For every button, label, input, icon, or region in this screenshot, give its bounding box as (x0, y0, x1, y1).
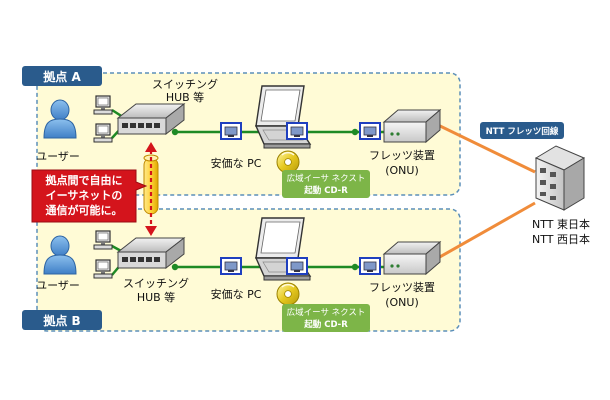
lan-port-icon (286, 257, 308, 275)
cd-rom-icon (276, 282, 300, 306)
ntt-building-icon (534, 145, 586, 211)
site-b-hub-label-1: スイッチング (123, 276, 189, 290)
site-a-tag: 拠点 A (22, 66, 102, 86)
site-b-cd-label-2: 起動 CD-R (303, 319, 348, 330)
inter-site-link (143, 142, 159, 236)
site-b-onu-label-2: (ONU) (385, 296, 419, 309)
site-a-cd-label-1: 広域イーサ ネクスト (287, 173, 366, 184)
site-b-onu-label-1: フレッツ装置 (369, 281, 435, 294)
site-a-onu-label-2: (ONU) (385, 164, 419, 177)
site-b-hub-label-2: HUB 等 (137, 290, 175, 304)
ntt-line-badge: NTT フレッツ回線 (480, 122, 564, 139)
site-a-hub-label-2: HUB 等 (166, 90, 204, 104)
desktop-pc-icon (93, 95, 113, 115)
desktop-pc-icon (93, 230, 113, 250)
lan-port-icon (220, 257, 242, 275)
wan-lines (437, 123, 536, 260)
site-a-hub-label-1: スイッチング (152, 77, 218, 91)
site-a-pc-label: 安価な PC (211, 156, 262, 170)
onu-device-icon (383, 241, 441, 275)
lan-port-icon (359, 257, 381, 275)
callout-line-1: 拠点間で自由に (46, 173, 123, 187)
ntt-line-label: NTT フレッツ回線 (486, 126, 559, 137)
site-a-label: 拠点 A (43, 69, 81, 84)
site-a-users-label: ユーザー (36, 150, 80, 163)
lan-port-icon (286, 122, 308, 140)
ntt-east-label: NTT 東日本 (532, 217, 590, 231)
callout-box: 拠点間で自由に イーサネットの 通信が可能に。 (31, 169, 148, 223)
callout-line-3: 通信が可能に。 (46, 203, 123, 217)
lan-port-icon (359, 122, 381, 140)
onu-device-icon (383, 109, 441, 143)
site-a-cd-label-2: 起動 CD-R (303, 185, 348, 196)
desktop-pc-icon (93, 259, 113, 279)
site-b-cd-badge: 広域イーサ ネクスト 起動 CD-R (282, 304, 370, 332)
desktop-pc-icon (93, 123, 113, 143)
site-b-users-label: ユーザー (36, 279, 80, 292)
lan-port-icon (220, 122, 242, 140)
site-b-label: 拠点 B (43, 313, 80, 328)
site-a-cd-badge: 広域イーサ ネクスト 起動 CD-R (282, 170, 370, 198)
cd-rom-icon (276, 150, 300, 174)
site-a-onu-label-1: フレッツ装置 (369, 149, 435, 162)
site-b-tag: 拠点 B (22, 310, 102, 330)
ntt-west-label: NTT 西日本 (532, 232, 590, 246)
site-b-cd-label-1: 広域イーサ ネクスト (287, 307, 366, 318)
site-b-pc-label: 安価な PC (211, 287, 262, 301)
callout-line-2: イーサネットの (46, 189, 123, 202)
